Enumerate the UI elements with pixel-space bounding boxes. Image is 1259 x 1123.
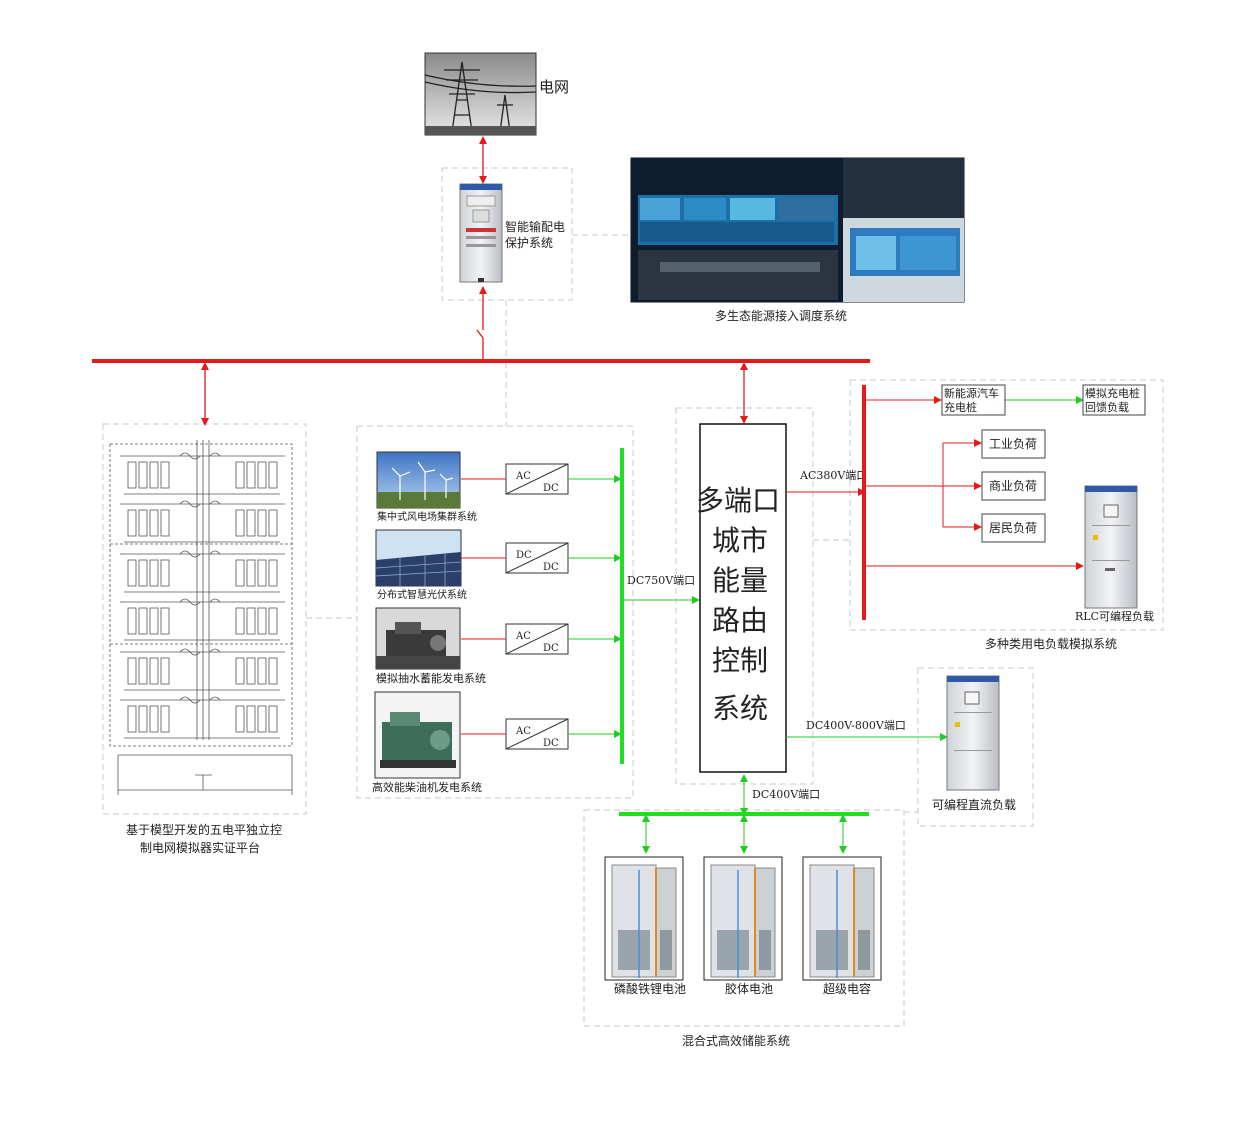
commercial-label: 商业负荷 <box>989 478 1037 493</box>
industrial-label: 工业负荷 <box>989 437 1037 451</box>
router-line-6: 系统 <box>712 692 768 725</box>
grid-photo <box>424 52 537 136</box>
router-box <box>699 423 787 773</box>
ev-charger-box <box>941 384 1006 416</box>
rlc-cabinet <box>1084 485 1138 609</box>
feedback-load-box <box>1082 384 1146 416</box>
dispatch-caption: 多生态能源接入调度系统 <box>715 308 847 323</box>
dc-load-caption: 可编程直流负载 <box>932 797 1016 812</box>
storage-label-3: 超级电容 <box>823 981 871 996</box>
diesel-photo <box>374 691 461 779</box>
sources-frame <box>356 425 634 799</box>
grid-label: 电网 <box>539 78 569 96</box>
conv4-bottom: DC <box>543 738 559 749</box>
residential-load-box <box>981 513 1046 543</box>
dc400-port-label: DC400V端口 <box>752 788 820 801</box>
ev-label-2: 充电桩 <box>944 400 977 414</box>
router-line-5: 控制 <box>712 644 768 677</box>
wind-caption: 集中式风电场集群系统 <box>377 510 477 523</box>
feedback-label-2: 回馈负载 <box>1085 400 1129 414</box>
ac380-port-label: AC380V端口 <box>799 469 867 482</box>
dispatch-photo <box>630 157 965 303</box>
router-title: 多端口 城市 能量 路由 控制 系统 <box>696 484 780 725</box>
protection-label-2: 保护系统 <box>505 236 553 250</box>
load-boxes <box>941 384 1146 543</box>
rlc-label: RLC可编程负载 <box>1075 609 1154 623</box>
storage-cabinet-2 <box>703 856 783 981</box>
dc-load-frame <box>917 667 1034 827</box>
diesel-caption: 高效能柴油机发电系统 <box>372 780 482 794</box>
storage-label-1: 磷酸铁锂电池 <box>614 981 686 996</box>
storage-caption: 混合式高效储能系统 <box>682 1033 790 1048</box>
conv4-top: AC <box>515 726 531 737</box>
conv3-top: AC <box>515 631 531 642</box>
router-line-1: 多端口 <box>696 484 780 517</box>
storage-cabinet-1 <box>604 856 684 981</box>
commercial-load-box <box>981 471 1046 501</box>
simulator-caption-1: 基于模型开发的五电平独立控 <box>126 822 282 837</box>
loads-caption: 多种类用电负载模拟系统 <box>985 637 1117 651</box>
conv1-top: AC <box>515 471 531 482</box>
dc-load-cabinet <box>946 675 1000 791</box>
industrial-load-box <box>981 429 1046 459</box>
dc400-800-port-label: DC400V-800V端口 <box>806 719 906 732</box>
conv2-top: DC <box>516 550 532 561</box>
simulator-caption-2: 制电网模拟器实证平台 <box>140 840 260 855</box>
conv2-bottom: DC <box>543 562 559 573</box>
conv1-bottom: DC <box>543 483 559 494</box>
simulator-schematic <box>109 440 293 795</box>
storage-label-2: 胶体电池 <box>725 981 773 996</box>
ev-label-1: 新能源汽车 <box>944 386 999 400</box>
residential-label: 居民负荷 <box>989 521 1037 535</box>
protection-cabinet <box>459 183 503 283</box>
dc750-port-label: DC750V端口 <box>627 574 695 587</box>
router-line-4: 路由 <box>712 604 768 637</box>
loads-frame <box>849 379 1164 631</box>
wind-farm-photo <box>376 451 461 509</box>
protection-frame <box>441 167 573 301</box>
pv-caption: 分布式智慧光伏系统 <box>377 588 467 601</box>
router-line-3: 能量 <box>712 564 768 597</box>
protection-label-1: 智能输配电 <box>505 219 565 234</box>
conv3-bottom: DC <box>543 643 559 654</box>
pumped-caption: 模拟抽水蓄能发电系统 <box>376 671 486 685</box>
converter-boxes <box>505 463 569 750</box>
pv-photo <box>375 529 462 587</box>
pumped-storage-photo <box>375 607 461 670</box>
router-line-2: 城市 <box>712 524 768 557</box>
simulator-frame <box>102 423 307 815</box>
storage-cabinet-3 <box>802 856 882 981</box>
feedback-label-1: 模拟充电桩 <box>1085 386 1140 400</box>
